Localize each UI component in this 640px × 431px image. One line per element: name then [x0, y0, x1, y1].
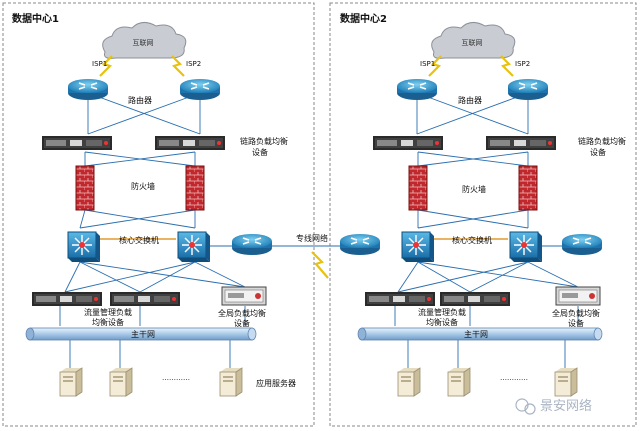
link-lb-device-icon: [486, 136, 556, 150]
router-label: 路由器: [128, 95, 152, 105]
traffic-lb-label: 流量管理负载: [418, 307, 466, 317]
watermark: 景安网络: [515, 398, 592, 415]
cloud-label: 互联网: [133, 38, 154, 47]
router-icon: [561, 233, 603, 256]
link-lb-label-2: 设备: [252, 147, 268, 157]
router-icon: [339, 233, 381, 256]
watermark-text: 景安网络: [540, 398, 592, 414]
datacenter2-title: 数据中心2: [340, 12, 387, 25]
isp1-label: ISP1: [92, 60, 107, 68]
global-lb-label: 全局负载均衡: [552, 308, 600, 318]
isp1-label: ISP1: [420, 60, 435, 68]
internet-cloud: 互联网: [102, 22, 187, 59]
backbone-pipe: 主干网: [357, 327, 603, 341]
traffic-lb-label-2: 均衡设备: [92, 317, 124, 327]
server-icon: [397, 367, 421, 397]
datacenter1: 数据中心1 互联网 ISP1 ISP2 路由器 链路负载均衡 设备: [12, 12, 296, 397]
core-switch-label: 核心交换机: [452, 235, 492, 245]
link-lb-label-2: 设备: [590, 147, 606, 157]
traffic-lb-device-icon: [440, 292, 510, 306]
firewall-label: 防火墙: [462, 184, 486, 194]
router-icon: [507, 78, 549, 101]
firewall-icon: [408, 165, 428, 211]
datacenter1-title: 数据中心1: [12, 12, 59, 25]
server-icon: [109, 367, 133, 397]
global-lb-label: 全局负载均衡: [218, 308, 266, 318]
firewall-icon: [185, 165, 205, 211]
ellipsis: …………: [162, 374, 190, 382]
core-switch-label: 核心交换机: [119, 235, 159, 245]
isp2-label: ISP2: [515, 60, 530, 68]
firewall-icon: [75, 165, 95, 211]
ellipsis: …………: [500, 374, 528, 382]
global-lb-device-icon: [555, 286, 601, 306]
app-server-label: 应用服务器: [256, 378, 296, 388]
server-icon: [59, 367, 83, 397]
core-switch-icon: [509, 231, 543, 263]
traffic-lb-label: 流量管理负载: [84, 307, 132, 317]
traffic-lb-label-2: 均衡设备: [426, 317, 458, 327]
traffic-lb-device-icon: [32, 292, 102, 306]
backbone-pipe: 主干网: [25, 327, 257, 341]
core-switch-icon: [177, 231, 211, 263]
core-switch-icon: [401, 231, 435, 263]
core-switch-icon: [67, 231, 101, 263]
backbone-label: 主干网: [131, 329, 155, 339]
global-lb-label-2: 设备: [568, 318, 584, 328]
datacenter2-panel: [329, 2, 637, 427]
cloud-label: 互联网: [462, 38, 483, 47]
traffic-lb-device-icon: [365, 292, 435, 306]
firewall-label: 防火墙: [131, 181, 155, 191]
datacenter2: 数据中心2 互联网 ISP1 ISP2 路由器 链路负载均衡 设备 防火墙: [339, 12, 626, 397]
global-lb-label-2: 设备: [234, 318, 250, 328]
internet-cloud: 互联网: [431, 22, 516, 59]
global-lb-device-icon: [221, 286, 267, 306]
router-icon: [67, 78, 109, 101]
firewall-icon: [518, 165, 538, 211]
router-icon: [396, 78, 438, 101]
dedicated-link-label: 专线网络: [296, 233, 328, 243]
router-icon: [231, 233, 273, 256]
router-icon: [179, 78, 221, 101]
isp2-label: ISP2: [186, 60, 201, 68]
link-lb-label: 链路负载均衡: [240, 136, 288, 146]
traffic-lb-device-icon: [110, 292, 180, 306]
router-label: 路由器: [458, 95, 482, 105]
server-icon: [219, 367, 243, 397]
backbone-label: 主干网: [464, 329, 488, 339]
server-icon: [554, 367, 578, 397]
datacenter1-panel: [2, 2, 315, 427]
server-icon: [447, 367, 471, 397]
link-lb-device-icon: [155, 136, 225, 150]
link-lb-label: 链路负载均衡: [578, 136, 626, 146]
link-lb-device-icon: [373, 136, 443, 150]
link-lb-device-icon: [42, 136, 112, 150]
